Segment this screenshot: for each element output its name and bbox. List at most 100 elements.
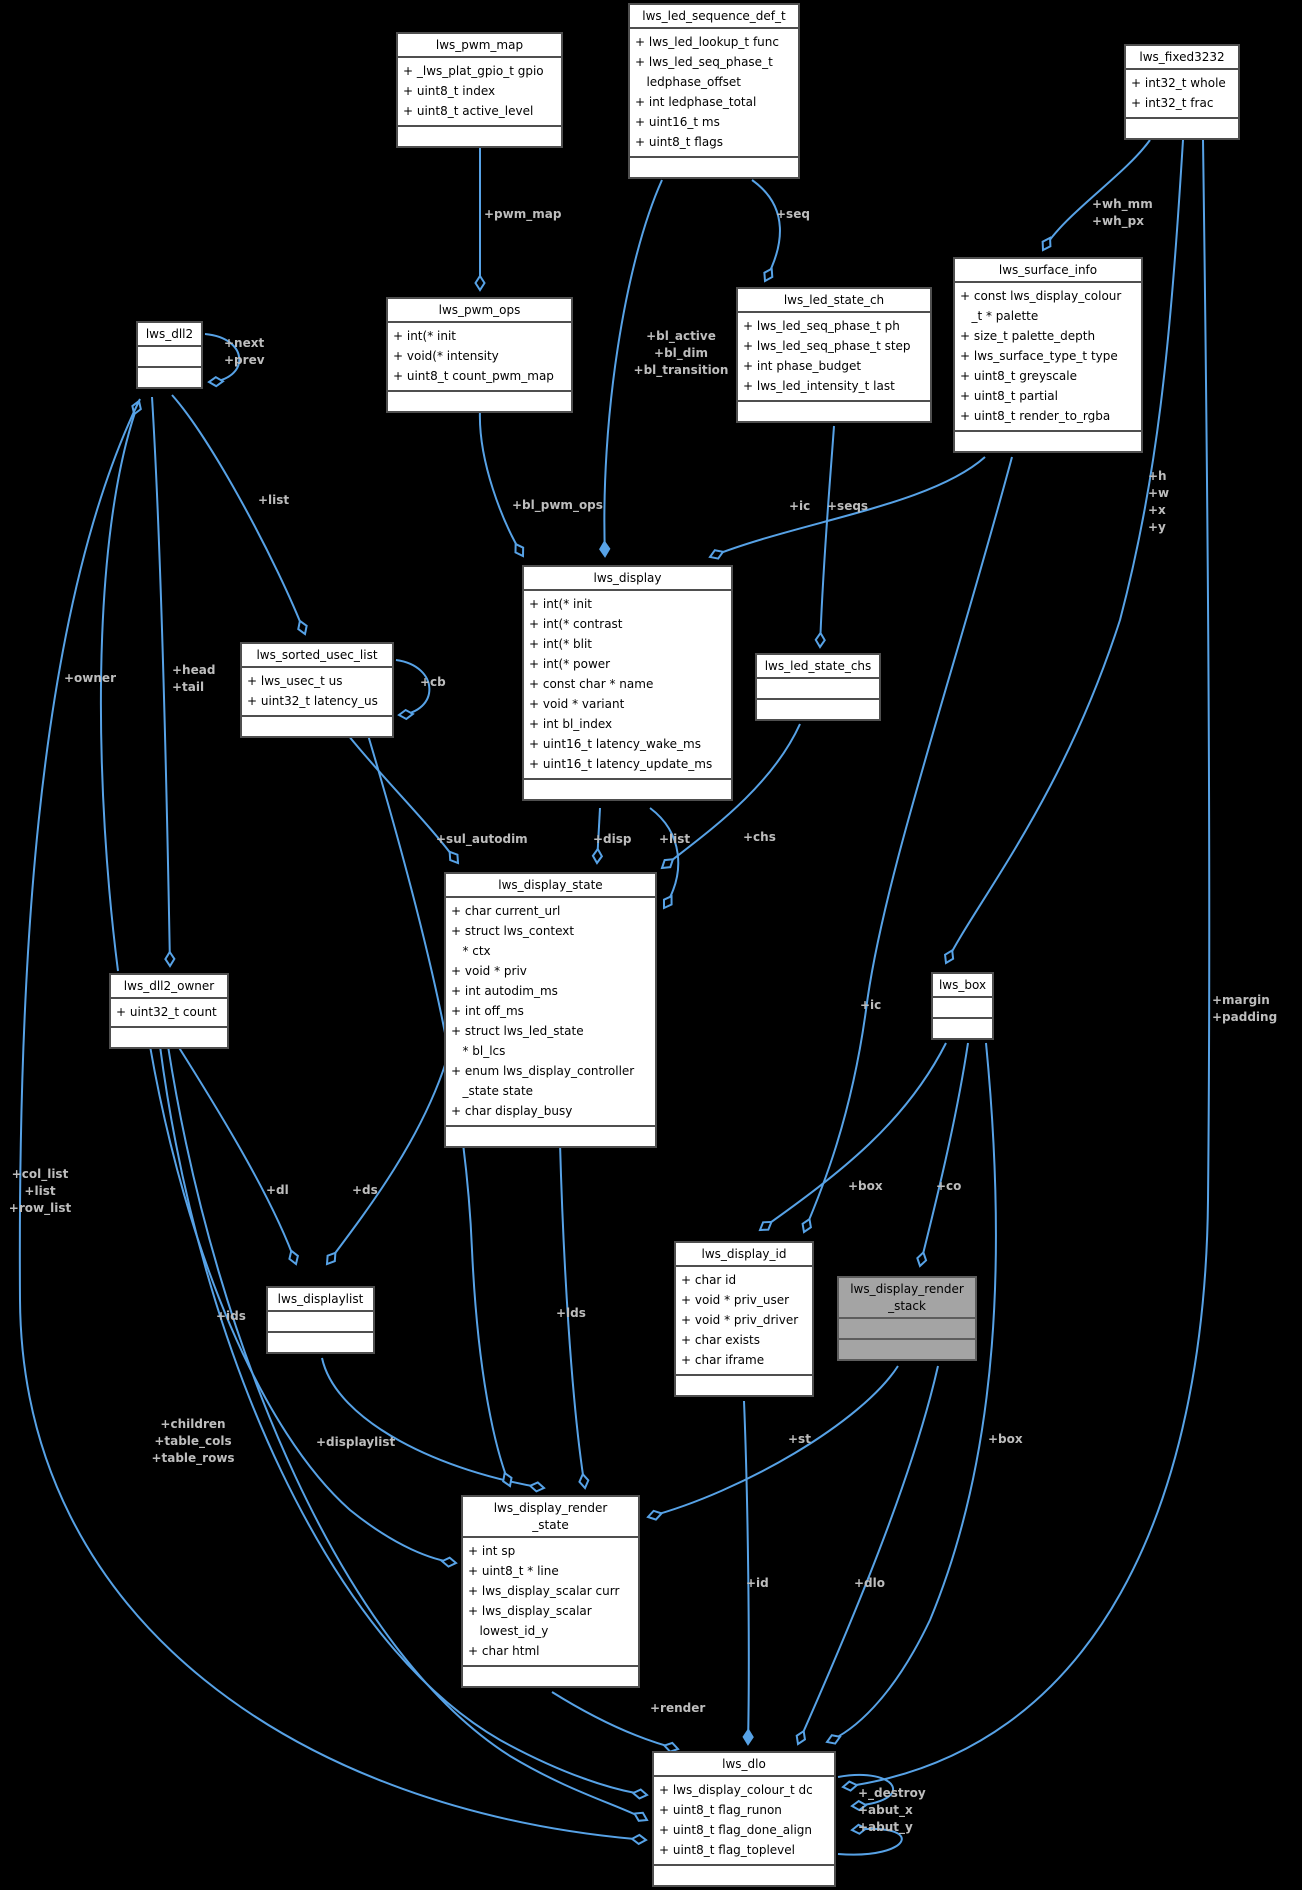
class-fields: + int32_t whole + int32_t frac	[1126, 68, 1238, 117]
class-empty-section	[268, 1331, 373, 1352]
edge-label: +sul_autodim	[436, 832, 528, 846]
class-empty-section	[839, 1317, 975, 1338]
class-node-lws_display_render_stack[interactable]: lws_display_render _stack	[837, 1276, 977, 1361]
class-empty-section	[738, 400, 930, 421]
edge-label: +co	[936, 1179, 962, 1193]
edge-label: +box	[848, 1179, 883, 1193]
class-node-lws_pwm_ops[interactable]: lws_pwm_ops + int(* init + void(* intensi…	[386, 297, 573, 413]
edge-label: +disp	[593, 832, 632, 846]
class-empty-section	[446, 1125, 655, 1146]
class-fields: + lws_led_lookup_t func + lws_led_seq_ph…	[630, 27, 798, 156]
edge-label: +box	[988, 1432, 1023, 1446]
edge-label: +wh_mm +wh_px	[1092, 197, 1153, 228]
edge-label: +seq	[776, 207, 810, 221]
edge-label: +children +table_cols +table_rows	[151, 1417, 235, 1465]
class-empty-section	[757, 677, 879, 698]
edge-label: +dl	[266, 1183, 289, 1197]
class-node-lws_dlo[interactable]: lws_dlo + lws_display_colour_t dc + uint8…	[652, 1751, 836, 1887]
class-empty-section	[1126, 117, 1238, 138]
class-title: lws_box	[938, 978, 987, 992]
class-title: lws_dll2_owner	[123, 979, 215, 993]
edge-label: +displaylist	[316, 1435, 396, 1449]
class-fields: + char current_url + struct lws_context …	[446, 896, 655, 1125]
class-fields: + _lws_plat_gpio_t gpio + uint8_t index …	[398, 56, 561, 125]
class-fields: + int(* init + void(* intensity + uint8_…	[388, 321, 571, 390]
class-title: lws_dll2	[145, 327, 194, 341]
edge-label: +h +w +x +y	[1148, 469, 1170, 534]
class-empty-section	[630, 156, 798, 177]
edge-label: +bl_pwm_ops	[512, 498, 603, 512]
class-fields: + lws_display_colour_t dc + uint8_t flag…	[654, 1775, 834, 1864]
class-empty-section	[268, 1310, 373, 1331]
edge-label: +seqs	[827, 499, 869, 513]
class-fields: + const lws_display_colour _t * palette …	[955, 281, 1141, 430]
class-node-lws_sorted_usec_list[interactable]: lws_sorted_usec_list + lws_usec_t us + ui…	[240, 642, 394, 738]
class-empty-section	[242, 715, 392, 736]
edge-label: +_destroy +abut_x +abut_y	[858, 1786, 926, 1834]
class-title: lws_sorted_usec_list	[256, 648, 378, 662]
class-title: lws_display	[593, 571, 662, 585]
class-fields: + int(* init + int(* contrast + int(* bl…	[524, 589, 731, 778]
class-empty-section	[839, 1338, 975, 1359]
class-title: lws_led_state_ch	[783, 293, 885, 307]
class-empty-section	[933, 1017, 992, 1038]
class-node-lws_led_sequence_def_t[interactable]: lws_led_sequence_def_t + lws_led_lookup_t…	[628, 3, 800, 179]
edge-label: +owner	[64, 671, 116, 685]
class-node-lws_box[interactable]: lws_box	[931, 972, 994, 1040]
edge-label: +ic	[860, 998, 882, 1012]
class-empty-section	[955, 430, 1141, 451]
class-node-lws_fixed3232[interactable]: lws_fixed3232 + int32_t whole + int32_t f…	[1124, 44, 1240, 140]
class-empty-section	[111, 1026, 227, 1047]
edge-label: +ids	[216, 1309, 246, 1323]
class-node-lws_led_state_ch[interactable]: lws_led_state_ch + lws_led_seq_phase_t ph…	[736, 287, 932, 423]
edge-label: +id	[746, 1576, 769, 1590]
class-empty-section	[933, 996, 992, 1017]
class-title: lws_led_sequence_def_t	[642, 9, 786, 23]
class-title: lws_led_state_chs	[764, 659, 872, 673]
edge-label: +st	[788, 1432, 811, 1446]
class-title: lws_dlo	[722, 1757, 766, 1771]
class-empty-section	[138, 345, 201, 366]
edge-label: +ds	[352, 1183, 378, 1197]
class-title: lws_displaylist	[277, 1292, 364, 1306]
class-title: lws_surface_info	[998, 263, 1098, 277]
edge-label: +margin +padding	[1212, 993, 1278, 1024]
class-node-lws_dll2_owner[interactable]: lws_dll2_owner + uint32_t count	[109, 973, 229, 1049]
class-title: lws_display_id	[701, 1247, 787, 1261]
class-empty-section	[463, 1665, 638, 1686]
edge-label: +bl_active +bl_dim +bl_transition	[633, 329, 729, 377]
class-node-lws_displaylist[interactable]: lws_displaylist	[266, 1286, 375, 1354]
class-node-lws_pwm_map[interactable]: lws_pwm_map + _lws_plat_gpio_t gpio + uin…	[396, 32, 563, 148]
class-title: lws_fixed3232	[1139, 50, 1225, 64]
class-title: lws_display_render _stack	[850, 1282, 964, 1313]
class-fields: + lws_led_seq_phase_t ph + lws_led_seq_p…	[738, 311, 930, 400]
class-node-lws_display_id[interactable]: lws_display_id + char id + void * priv_us…	[674, 1241, 814, 1397]
class-node-lws_display_render_state[interactable]: lws_display_render _state + int sp + uint…	[461, 1495, 640, 1688]
class-title: lws_display_render _state	[493, 1501, 608, 1532]
class-fields: + char id + void * priv_user + void * pr…	[676, 1265, 812, 1374]
class-fields: + int sp + uint8_t * line + lws_display_…	[463, 1536, 638, 1665]
class-node-lws_display[interactable]: lws_display + int(* init + int(* contrast…	[522, 565, 733, 801]
class-node-lws_display_state[interactable]: lws_display_state + char current_url + st…	[444, 872, 657, 1148]
class-node-lws_dll2[interactable]: lws_dll2	[136, 321, 203, 389]
class-fields: + uint32_t count	[111, 997, 227, 1026]
edge-label: +render	[650, 1701, 706, 1715]
edge-label: +ic	[789, 499, 811, 513]
class-empty-section	[654, 1864, 834, 1885]
class-node-lws_surface_info[interactable]: lws_surface_info + const lws_display_colo…	[953, 257, 1143, 453]
class-empty-section	[757, 698, 879, 719]
class-empty-section	[138, 366, 201, 387]
class-fields: + lws_usec_t us + uint32_t latency_us	[242, 666, 392, 715]
edge-label: +cb	[420, 675, 446, 689]
class-title: lws_pwm_ops	[438, 303, 521, 317]
class-empty-section	[676, 1374, 812, 1395]
edge-label: +next +prev	[224, 336, 265, 367]
edge-label: +pwm_map	[484, 207, 562, 221]
class-title: lws_pwm_map	[435, 38, 524, 52]
class-empty-section	[388, 390, 571, 411]
class-title: lws_display_state	[498, 878, 603, 892]
class-empty-section	[524, 778, 731, 799]
class-node-lws_led_state_chs[interactable]: lws_led_state_chs	[755, 653, 881, 721]
